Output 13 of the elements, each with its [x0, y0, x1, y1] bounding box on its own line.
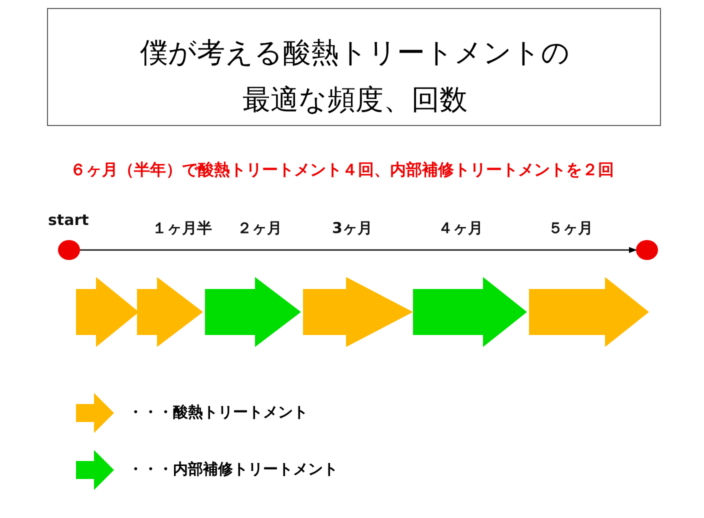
legend-label: ・・・内部補修トリートメント: [128, 460, 338, 479]
legend-label: ・・・酸熱トリートメント: [128, 403, 308, 422]
start-label: start: [48, 211, 89, 229]
month-label: 3ヶ月: [332, 219, 372, 238]
timeline-arrow: [80, 247, 637, 253]
timeline-dot: [58, 240, 80, 260]
month-label: ４ヶ月: [438, 219, 483, 238]
month-label: ２ヶ月: [237, 219, 282, 238]
month-label: ５ヶ月: [548, 219, 593, 238]
title: 僕が考える酸熱トリートメントの最適な頻度、回数: [139, 35, 571, 118]
month-label: １ヶ月半: [152, 219, 212, 238]
subtitle: ６ヶ月（半年）で酸熱トリートメント４回、内部補修トリートメントを２回: [70, 160, 614, 181]
timeline-dot: [636, 240, 658, 260]
